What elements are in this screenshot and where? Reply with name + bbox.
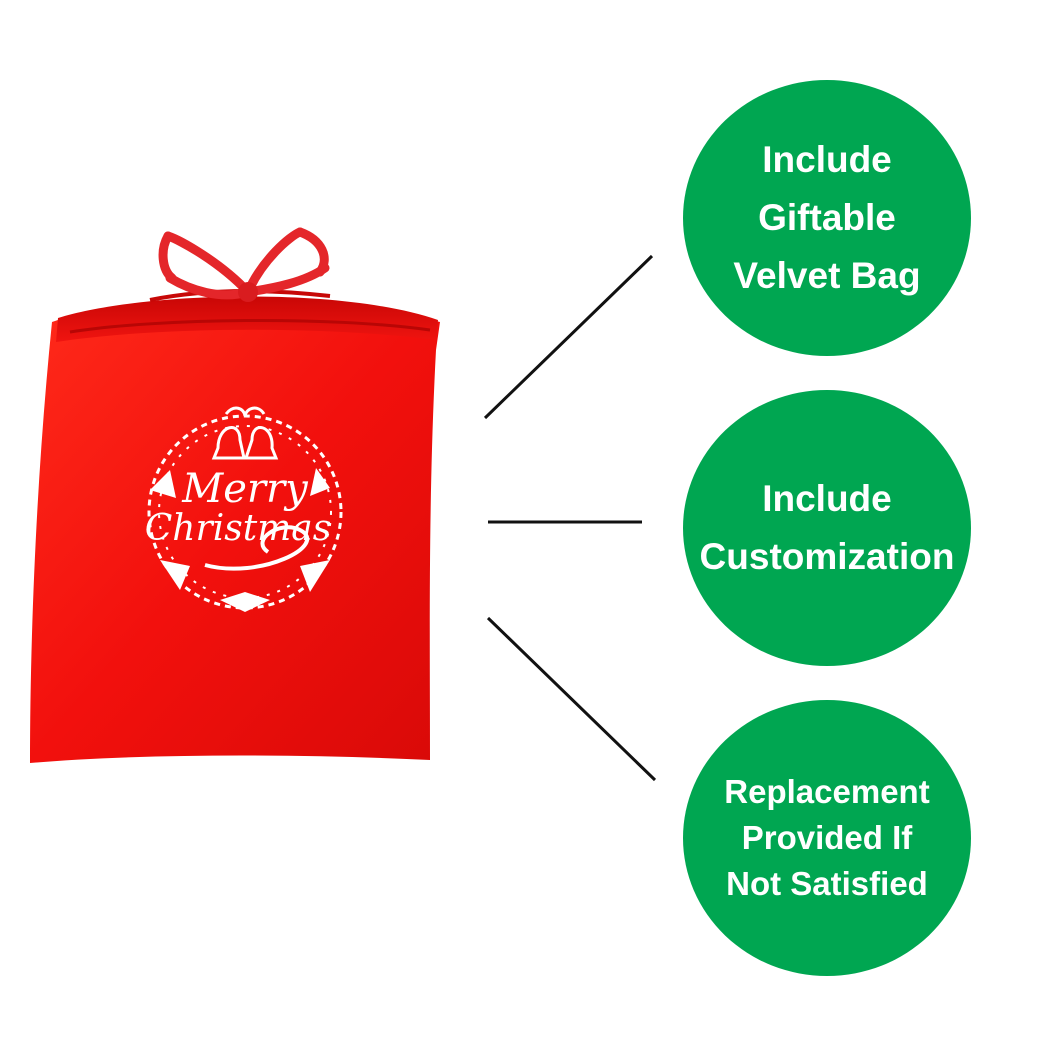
- feature-badge-giftable-bag: Include Giftable Velvet Bag: [683, 80, 971, 356]
- bag-print-christmas: Christmas: [145, 508, 331, 549]
- bag-print-merry: Merry: [181, 466, 309, 512]
- merry-christmas-print: [147, 406, 343, 612]
- feature-badge-replacement: Replacement Provided If Not Satisfied: [683, 700, 971, 976]
- bag-body: [30, 302, 440, 763]
- connector-line-3: [486, 616, 657, 782]
- feature-badge-text: Include Giftable Velvet Bag: [733, 139, 921, 296]
- drawstring: [158, 227, 330, 300]
- connector-line-1: [483, 254, 654, 420]
- feature-badge-text: Replacement Provided If Not Satisfied: [724, 773, 930, 902]
- feature-badge-customization: Include Customization: [683, 390, 971, 666]
- feature-badge-text: Include Customization: [699, 478, 955, 577]
